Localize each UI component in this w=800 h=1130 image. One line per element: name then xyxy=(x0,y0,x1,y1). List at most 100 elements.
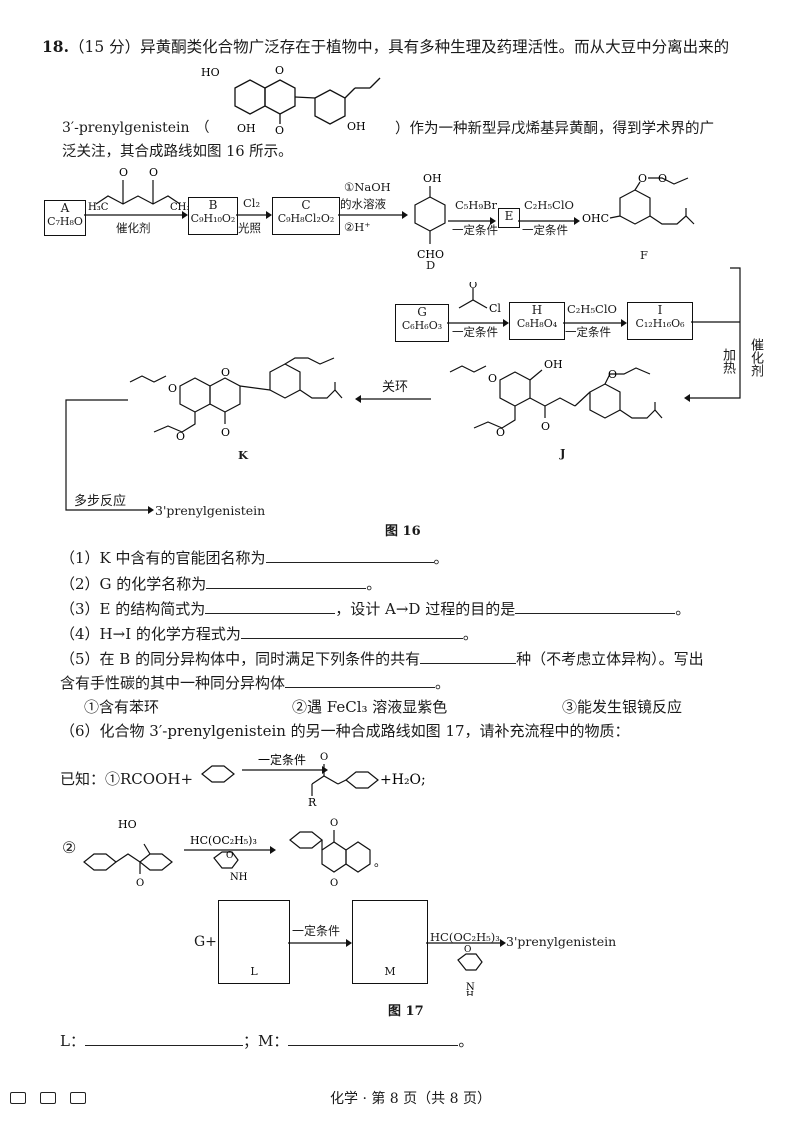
intro-line2-rest: ）作为一种新型异戊烯基异黄酮，得到学术界的广 xyxy=(395,121,714,137)
subquestion-3: （3）E 的结构简式为，设计 A→D 过程的目的是。 xyxy=(60,599,691,618)
svg-text:O: O xyxy=(168,382,177,395)
answer-blank[interactable] xyxy=(205,599,336,614)
box-H: H C₈H₈O₄ xyxy=(509,302,565,340)
svg-text:O: O xyxy=(176,430,185,443)
svg-text:O: O xyxy=(464,945,471,955)
prenylgenistein-structure: HO O OH O OH xyxy=(201,64,381,137)
page-footer: 化学 · 第 8 页（共 8 页） xyxy=(330,1091,491,1107)
svg-text:O: O xyxy=(638,172,647,185)
box-I: I C₁₂H₁₆O₆ xyxy=(627,302,693,340)
svg-text:O: O xyxy=(320,752,328,763)
intro-line2: 3′-prenylgenistein（ xyxy=(62,120,210,136)
subquestion-5-line2: 含有手性碳的其中一种同分异构体。 xyxy=(60,673,451,692)
svg-text:N: N xyxy=(466,982,475,993)
svg-text:OHC: OHC xyxy=(582,212,609,225)
svg-text:CHO: CHO xyxy=(417,248,444,261)
answer-blank[interactable] xyxy=(265,548,434,563)
condition-1: ①含有苯环 xyxy=(84,698,160,716)
svg-text:O: O xyxy=(149,166,158,179)
cond-catalyst: 催化剂 xyxy=(116,221,151,235)
answer-blank[interactable] xyxy=(240,624,463,639)
answer-blank[interactable] xyxy=(206,574,367,589)
oh-label: HO xyxy=(201,66,220,79)
o-label: O xyxy=(275,64,284,77)
arrow-E-F xyxy=(518,217,580,225)
svg-text:一定条件: 一定条件 xyxy=(258,752,306,767)
svg-text:O: O xyxy=(608,368,617,381)
structure-D: OH CHO xyxy=(414,172,446,261)
subquestion-4: （4）H→I 的化学方程式为。 xyxy=(60,624,478,643)
answer-blank-M[interactable] xyxy=(288,1031,459,1046)
box-A: A C₇H₈O xyxy=(44,200,86,236)
checkbox-icon xyxy=(70,1092,86,1104)
subquestion-6: （6）化合物 3′-prenylgenistein 的另一种合成路线如图 17，… xyxy=(60,722,630,740)
arrow-G-H xyxy=(447,319,509,327)
figure16-caption: 图 16 xyxy=(385,524,421,539)
answer-line-LM: L：；M：。 xyxy=(60,1031,474,1050)
known-label: 已知：①RCOOH+ xyxy=(60,770,194,788)
svg-text:。: 。 xyxy=(374,855,386,869)
svg-text:O: O xyxy=(658,172,667,185)
svg-text:OH: OH xyxy=(544,358,563,371)
answer-blank-L[interactable] xyxy=(84,1031,243,1046)
checkbox-icon xyxy=(40,1092,56,1104)
arrow-C-D xyxy=(338,211,408,219)
subquestion-1: （1）K 中含有的官能团名称为。 xyxy=(60,548,449,567)
g-plus: G+ xyxy=(194,934,217,950)
question-score: （15 分） xyxy=(68,38,141,56)
svg-text:H: H xyxy=(466,991,474,996)
arrow-M-product: O N H xyxy=(426,939,506,996)
compound-name: 3′-prenylgenistein xyxy=(62,120,190,136)
svg-text:O: O xyxy=(221,366,230,379)
svg-text:O: O xyxy=(488,372,497,385)
figure17-caption: 图 17 xyxy=(388,1004,424,1019)
svg-text:Cl: Cl xyxy=(489,302,501,314)
condition-3: ③能发生银镜反应 xyxy=(562,698,683,716)
svg-text:HO: HO xyxy=(118,818,137,831)
arrow-L-M xyxy=(288,939,352,947)
subquestion-2: （2）G 的化学名称为。 xyxy=(60,574,382,593)
arrow-A-B xyxy=(84,211,188,219)
svg-text:O: O xyxy=(496,426,505,439)
oh-label-3: OH xyxy=(347,120,366,133)
o-label-2: O xyxy=(275,124,284,137)
intro-line3: 泛关注，其合成路线如图 16 所示。 xyxy=(62,144,293,160)
svg-text:NH: NH xyxy=(230,872,248,883)
svg-text:O: O xyxy=(469,282,477,291)
question-header: 18.（15 分）异黄酮类化合物广泛存在于植物中，具有多种生理及药理活性。而从大… xyxy=(42,35,729,57)
arrow-K-product xyxy=(65,399,154,514)
svg-text:CH₃: CH₃ xyxy=(170,202,188,210)
subquestion-5: （5）在 B 的同分异构体中，同时满足下列条件的共有种（不考虑立体异构）。写出 xyxy=(60,649,704,668)
known1-scheme: 一定条件 O R +H₂O; xyxy=(201,752,426,808)
answer-blank[interactable] xyxy=(285,673,436,688)
oh-label-2: OH xyxy=(237,122,256,135)
anhydride-structure: O O H₃C CH₃ xyxy=(88,166,188,210)
known2-scheme: HO O HC(OC₂H₅)₃ O NH O O 。 xyxy=(83,818,386,889)
svg-text:O: O xyxy=(541,420,550,433)
box-E: E xyxy=(498,208,520,228)
svg-text:R: R xyxy=(308,796,317,808)
known2-label: ② xyxy=(62,838,77,857)
svg-text:OH: OH xyxy=(423,172,442,185)
arrow-H-I xyxy=(563,319,627,327)
svg-text:O: O xyxy=(330,878,338,889)
question-intro-line1: 异黄酮类化合物广泛存在于植物中，具有多种生理及药理活性。而从大豆中分离出来的 xyxy=(140,38,730,56)
svg-text:O: O xyxy=(119,166,128,179)
acyl-chloride-structure: O Cl xyxy=(458,282,501,314)
answer-blank[interactable] xyxy=(420,649,517,664)
box-G: G C₆H₆O₃ xyxy=(395,304,449,342)
box-M: M xyxy=(352,900,428,984)
arrow-B-C xyxy=(236,211,272,219)
arrow-J-K xyxy=(355,395,431,403)
question-number: 18. xyxy=(42,37,69,56)
box-C: C C₉H₈Cl₂O₂ xyxy=(272,197,340,235)
answer-blank[interactable] xyxy=(515,599,676,614)
svg-text:O: O xyxy=(136,878,144,889)
svg-text:O: O xyxy=(226,851,233,861)
structure-J: O OH O O O xyxy=(449,358,663,439)
condition-2: ②遇 FeCl₃ 溶液显紫色 xyxy=(292,698,448,716)
structure-F: OHC O O xyxy=(582,172,695,225)
connector-to-J xyxy=(684,267,741,402)
svg-text:O: O xyxy=(330,818,338,829)
box-B: B C₉H₁₀O₂ xyxy=(188,197,238,235)
